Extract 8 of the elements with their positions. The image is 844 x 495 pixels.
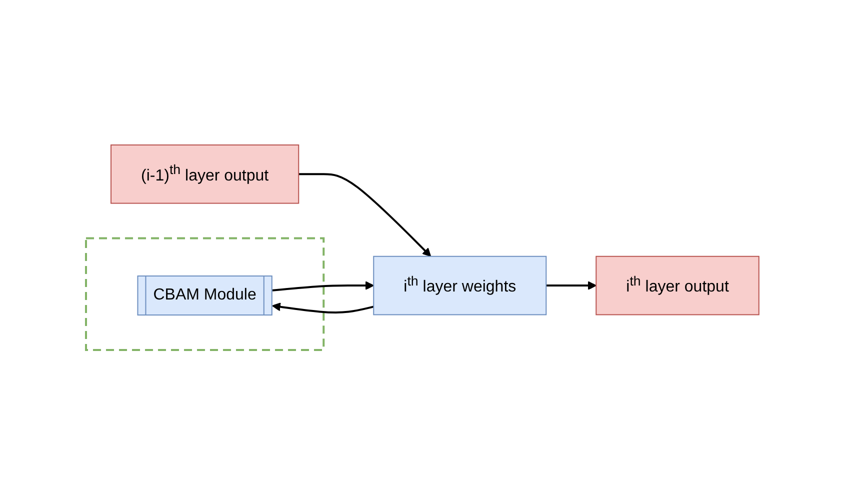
node-box: i$^{th}$ layer weights <box>372 256 546 316</box>
arrow <box>272 302 374 314</box>
arrow <box>272 281 374 292</box>
node-box: (i-1)$^{th}$ layer output <box>110 144 299 204</box>
arrow <box>546 281 596 290</box>
cluster <box>84 237 324 352</box>
node-box: i$^{th}$ layer output <box>595 256 759 316</box>
arrow <box>298 173 431 257</box>
